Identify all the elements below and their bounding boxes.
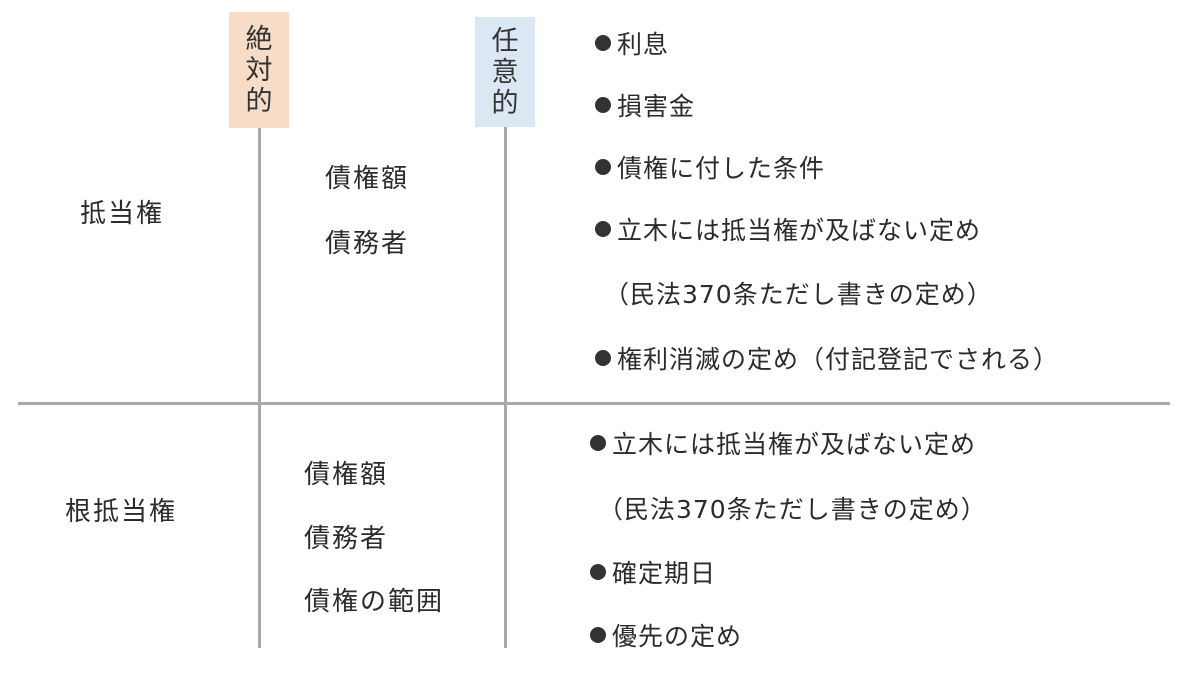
divider-vertical-optional	[504, 127, 507, 648]
optional-item-text: 立木には抵当権が及ばない定め	[617, 216, 982, 245]
header-absolute-char: 対	[245, 54, 273, 86]
optional-item: 立木には抵当権が及ばない定め	[595, 211, 981, 247]
bullet-icon	[595, 35, 611, 51]
divider-vertical-absolute	[258, 128, 261, 648]
optional-item-text: （民法370条ただし書きの定め）	[598, 495, 987, 524]
optional-item-text: 損害金	[617, 92, 696, 121]
divider-horizontal	[18, 402, 1170, 405]
bullet-icon	[595, 350, 611, 366]
optional-item-text: （民法370条ただし書きの定め）	[604, 280, 993, 309]
optional-item: 立木には抵当権が及ばない定め	[590, 425, 976, 461]
header-optional-char: 的	[491, 87, 519, 119]
optional-item-text: 立木には抵当権が及ばない定め	[612, 430, 977, 459]
bullet-icon	[595, 159, 611, 175]
absolute-item: 債権額	[304, 460, 389, 490]
optional-item: 確定期日	[590, 554, 716, 590]
bullet-icon	[590, 564, 606, 580]
row-label-mortgage: 抵当権	[80, 199, 165, 229]
optional-item-note: （民法370条ただし書きの定め）	[604, 275, 993, 311]
bullet-icon	[590, 435, 606, 451]
absolute-item: 債務者	[325, 229, 410, 259]
absolute-item: 債務者	[304, 524, 389, 554]
row-label-revolving-mortgage: 根抵当権	[65, 497, 178, 527]
optional-item: 利息	[595, 25, 669, 61]
optional-item-text: 利息	[617, 30, 670, 59]
absolute-item: 債権の範囲	[304, 587, 445, 617]
header-optional-char: 意	[491, 56, 519, 88]
header-absolute-char: 絶	[245, 23, 273, 55]
bullet-icon	[590, 627, 606, 643]
optional-item: 権利消滅の定め（付記登記でされる）	[595, 340, 1059, 376]
optional-item-text: 確定期日	[612, 559, 717, 588]
optional-item-text: 債権に付した条件	[617, 154, 826, 183]
bullet-icon	[595, 221, 611, 237]
optional-item-note: （民法370条ただし書きの定め）	[598, 490, 987, 526]
optional-item: 損害金	[595, 87, 695, 123]
header-optional: 任 意 的	[475, 17, 535, 127]
absolute-item: 債権額	[325, 164, 410, 194]
optional-item: 債権に付した条件	[595, 149, 825, 185]
header-absolute: 絶 対 的	[229, 12, 289, 128]
optional-item: 優先の定め	[590, 617, 742, 653]
optional-item-text: 権利消滅の定め（付記登記でされる）	[617, 345, 1060, 374]
header-optional-char: 任	[491, 25, 519, 57]
optional-item-text: 優先の定め	[612, 622, 743, 651]
bullet-icon	[595, 97, 611, 113]
header-absolute-char: 的	[245, 85, 273, 117]
